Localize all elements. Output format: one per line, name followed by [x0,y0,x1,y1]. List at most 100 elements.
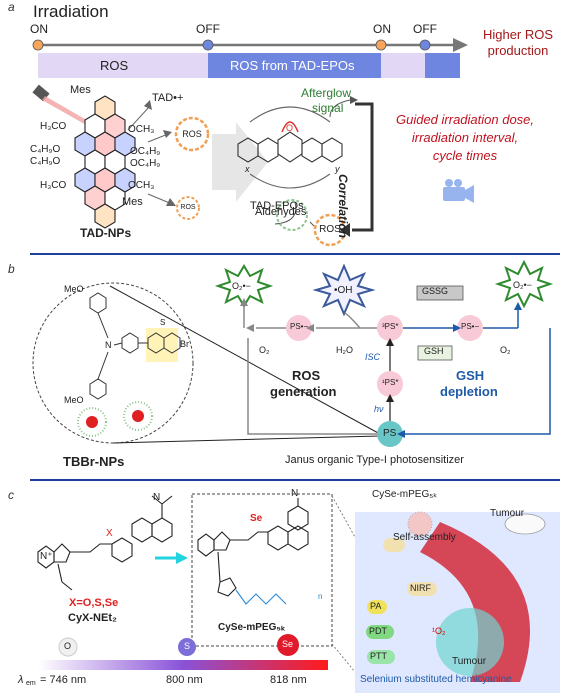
ps-anion-left-label: PS•− [290,322,309,331]
tbbr-nps-label: TBBr-NPs [63,454,125,469]
gsh-depletion-line2: depletion [440,384,498,399]
self-assembly-label: Self-assembly [393,532,456,543]
gsh-box [417,345,453,361]
ps-ground-circle [377,421,403,447]
state-on-1: ON [30,22,48,36]
o2-right-label: O₂ [500,345,511,355]
mes-bottom: Mes [122,196,143,208]
h2o-label: H₂O [336,345,353,355]
arrow-to-oh [344,312,361,329]
ros-circle-small [176,196,200,220]
ros-epo-bar [208,53,381,78]
loop-left [247,338,377,435]
ros-generation-line2: generation [270,384,337,399]
ros-large-label: ROS [182,129,202,139]
ps-anion-circle-left [286,315,312,341]
guided-line3: cycle times [432,148,498,163]
n-count: n [318,592,323,601]
ps-triplet-label: ³PS* [382,322,399,331]
x-set-label: X=O,S,Se [69,597,119,609]
separator-ab [30,253,560,255]
s-ball [178,638,196,656]
o2-radical-burst-right [494,259,554,309]
n-atom-left: N [153,492,161,503]
epo-oxygen: O [286,123,294,133]
state-off-2: OFF [413,22,437,36]
o2-radical-left-label: O₂•− [232,281,251,291]
nanoparticle-1 [77,407,107,437]
och3-2: OCH₃ [128,180,155,191]
on-dot-2 [375,39,387,51]
panel-a-scheme [32,84,474,247]
ros-bar [38,53,208,78]
br-atom: Br [180,339,189,349]
ps-triplet-circle [377,315,403,341]
correlation-bracket [352,102,374,232]
cyse-top-label: CySe-mPEG₅ₖ [372,489,438,500]
state-off-1: OFF [196,22,220,36]
meo-bottom: MeO [64,395,84,405]
higher-ros-line1: Higher ROS [482,27,554,42]
och3-1: OCH₃ [128,124,155,135]
afterglow-line2: signal [312,101,344,115]
cyx-molecule [37,495,173,591]
x-subscript: x [245,164,250,174]
state-on-2: ON [373,22,391,36]
o2-left-label: O₂ [259,345,270,355]
tad-molecule [74,95,136,229]
ros-circle-large [174,116,210,152]
ps-singlet-label: ¹PS* [382,378,399,387]
panel-a-letter: a [8,0,15,14]
off-dot-2 [419,39,431,51]
mouse-icon [504,513,546,535]
h3co-1: H₃CO [40,121,67,132]
element-o: O [64,641,72,651]
ps-anion-circle-right [457,315,483,341]
zoom-line-top [331,495,361,547]
ptt-box [367,650,395,664]
ps-singlet-circle [377,371,403,397]
panel-c-scheme [37,493,560,693]
tumour-top-label: Tumour [490,508,525,519]
gssg-label: GSSG [422,286,449,296]
aldehydes-label: Aldehydes [255,206,307,218]
oc4h9-1: OC₄H₉ [130,146,161,157]
arrow-to-afterglow [329,99,351,118]
lambda-sub: em [26,680,36,687]
ros-generation-line1: ROS [292,368,321,383]
loop-right [403,328,551,435]
ps-anion-right-label: PS•− [461,322,480,331]
tad-epos-label: TAD-EPOs [250,200,304,212]
ros-bottom-label: ROS [319,224,341,235]
ros-epo-bar-label: ROS from TAD-EPOs [230,58,355,73]
meo-top: MeO [64,284,84,294]
afterglow-line1: Afterglow [301,86,352,100]
n-atom-b: N [105,340,112,350]
pdt-label: PDT [369,626,387,636]
panel-b-scheme [32,259,554,447]
cyse-label: CySe-mPEG₅ₖ [218,622,286,633]
tumour-bottom-label: Tumour [452,656,487,667]
higher-ros-line2: production [487,43,549,58]
cyse-small-label-box [383,538,405,552]
ros-bar-label: ROS [100,58,129,73]
emission-gradient-bar [38,660,328,670]
lambda-value-s: 800 nm [166,674,203,686]
ptt-label: PTT [370,651,387,661]
off-dot-1 [202,39,214,51]
lambda-value-o: = 746 nm [40,674,87,686]
mes-top: Mes [70,84,91,96]
n-atom-center: N [291,488,299,499]
gsh-depletion-line1: GSH [456,368,485,383]
oh-radical-burst [312,263,376,317]
o2-radical-burst-left [214,264,274,308]
cyx-label: CyX-NEt₂ [68,612,117,624]
arrow-to-tad-cation [127,105,151,131]
nanoparticle-2 [123,401,153,431]
tbbr-molecule [89,292,181,400]
lambda-value-se: 818 nm [270,674,307,686]
tad-nps-label: TAD-NPs [80,226,132,240]
grey-transform-arrow [212,122,268,202]
timeline-arrowhead [453,38,468,52]
se-atom-center: Se [250,513,263,524]
